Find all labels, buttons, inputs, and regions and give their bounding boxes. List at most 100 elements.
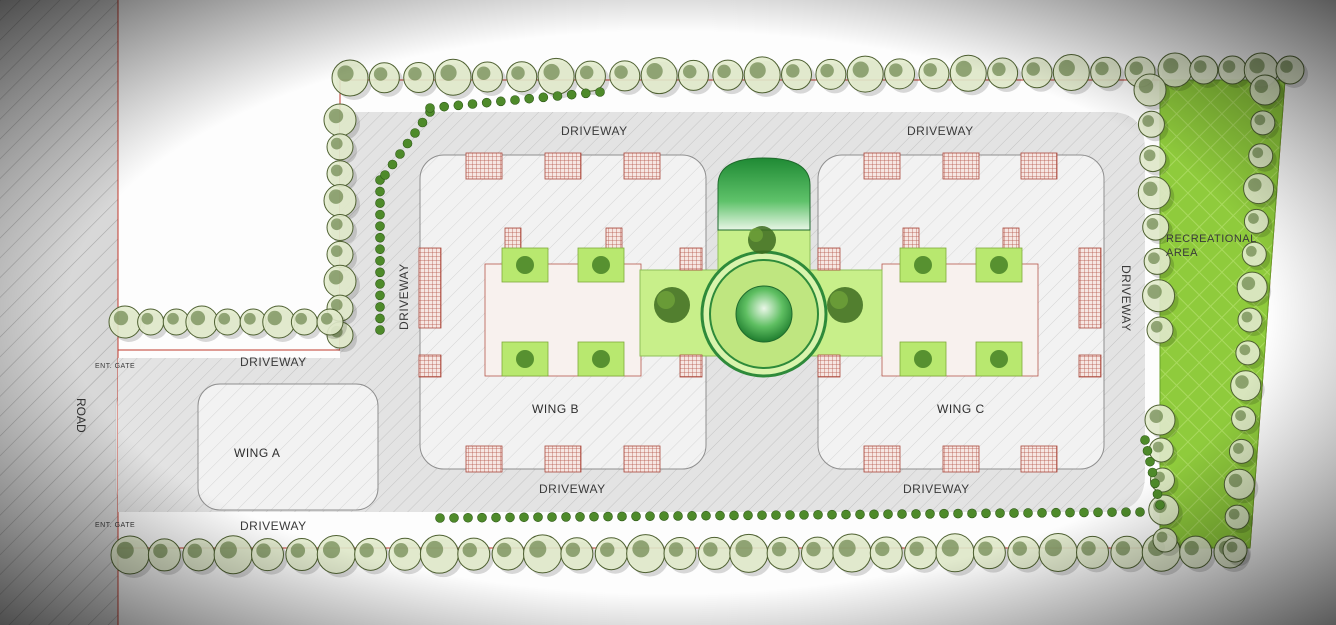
green-dome xyxy=(717,157,811,231)
tree-canopy xyxy=(786,64,800,78)
tree-canopy xyxy=(1156,531,1168,543)
shrub xyxy=(375,186,385,197)
shrub xyxy=(375,313,385,324)
road-label-r: ROAD xyxy=(74,398,88,433)
shrub xyxy=(827,509,837,520)
shrub xyxy=(743,510,753,521)
balcony xyxy=(605,227,623,251)
balcony xyxy=(942,445,980,473)
shrub xyxy=(581,88,591,99)
driveway-entry-top-label: DRIVEWAY xyxy=(240,355,307,369)
shrub xyxy=(687,511,697,521)
tree-canopy xyxy=(1241,276,1256,291)
shrub-highlight xyxy=(657,291,675,309)
tree-canopy xyxy=(511,66,525,80)
tree-canopy xyxy=(256,543,271,558)
shrub xyxy=(496,96,506,107)
tree-canopy xyxy=(1163,58,1179,74)
shrub xyxy=(659,511,669,521)
shrub xyxy=(1155,500,1165,510)
shrub xyxy=(1150,478,1160,489)
tree-canopy xyxy=(496,542,512,558)
balcony xyxy=(1078,354,1102,378)
tree-canopy xyxy=(955,60,972,77)
shrub xyxy=(1135,507,1145,517)
tree-canopy xyxy=(1254,114,1266,126)
shrub xyxy=(417,117,428,128)
shrub xyxy=(566,89,577,100)
shrub xyxy=(939,508,949,519)
tree-canopy xyxy=(1233,443,1244,454)
tree-canopy xyxy=(1026,62,1040,76)
shrub xyxy=(387,159,398,170)
shrub xyxy=(524,93,534,104)
balcony xyxy=(817,354,841,378)
shrub xyxy=(425,103,435,113)
tree-canopy xyxy=(393,543,409,558)
road-strip xyxy=(0,0,118,625)
tree-canopy xyxy=(806,541,821,557)
lawn-shrub xyxy=(592,256,610,274)
shrub xyxy=(1147,467,1158,478)
shrub xyxy=(995,508,1005,519)
entry-gate-bottom-label: ENT. GATE xyxy=(95,522,135,529)
tree-canopy xyxy=(167,312,179,325)
shrub xyxy=(1121,507,1131,517)
shrub xyxy=(547,512,557,522)
tree-canopy xyxy=(529,540,547,558)
tree-canopy xyxy=(646,63,663,80)
tree-canopy xyxy=(1184,540,1199,556)
tree-canopy xyxy=(337,65,354,82)
shrub xyxy=(410,128,420,138)
shrub xyxy=(841,509,851,520)
tree-canopy xyxy=(820,63,834,78)
tree-canopy xyxy=(153,543,168,559)
tree-canopy xyxy=(909,541,924,557)
tree-canopy xyxy=(543,63,560,81)
tree-canopy xyxy=(426,540,444,558)
shrub xyxy=(967,508,977,519)
tree-canopy xyxy=(116,541,134,559)
tree-canopy xyxy=(328,108,344,124)
entry-gate-top-label: ENT. GATE xyxy=(95,363,135,370)
tree-canopy xyxy=(682,64,697,79)
tree-canopy xyxy=(1143,149,1156,162)
balcony xyxy=(863,445,901,473)
shrub xyxy=(375,302,385,312)
tree-canopy xyxy=(978,541,993,556)
shrub xyxy=(1142,446,1153,456)
shrub xyxy=(631,511,641,522)
shrub xyxy=(552,91,563,101)
shrub xyxy=(911,509,921,519)
driveway-bottom-left-label: DRIVEWAY xyxy=(539,482,606,496)
shrub xyxy=(603,511,613,522)
shrub xyxy=(395,149,405,159)
shrub xyxy=(645,511,655,522)
tree-canopy xyxy=(1235,375,1249,389)
tree-canopy xyxy=(330,137,343,150)
tree-canopy xyxy=(330,245,343,257)
balcony xyxy=(1078,247,1102,329)
shrub xyxy=(981,508,991,519)
tree-canopy xyxy=(218,312,231,325)
tree-canopy xyxy=(1012,541,1027,556)
tree-canopy xyxy=(1149,409,1163,423)
tree-canopy xyxy=(1248,178,1262,192)
tree-canopy xyxy=(1226,541,1238,553)
tree-canopy xyxy=(771,542,787,557)
tree-canopy xyxy=(992,62,1006,77)
lawn-shrub xyxy=(592,350,610,368)
shrub xyxy=(477,512,487,523)
tree-canopy xyxy=(614,65,628,79)
tree-canopy xyxy=(1245,245,1257,257)
tree-canopy xyxy=(1228,508,1240,520)
tree-canopy xyxy=(1152,441,1164,453)
tree-canopy xyxy=(1146,218,1159,230)
driveway-top-left-label: DRIVEWAY xyxy=(561,124,628,138)
shrub xyxy=(1107,507,1117,518)
driveway-entry-bottom-label: DRIVEWAY xyxy=(240,519,307,533)
shrub xyxy=(561,512,571,522)
shrub xyxy=(439,101,449,112)
balcony xyxy=(465,445,503,473)
